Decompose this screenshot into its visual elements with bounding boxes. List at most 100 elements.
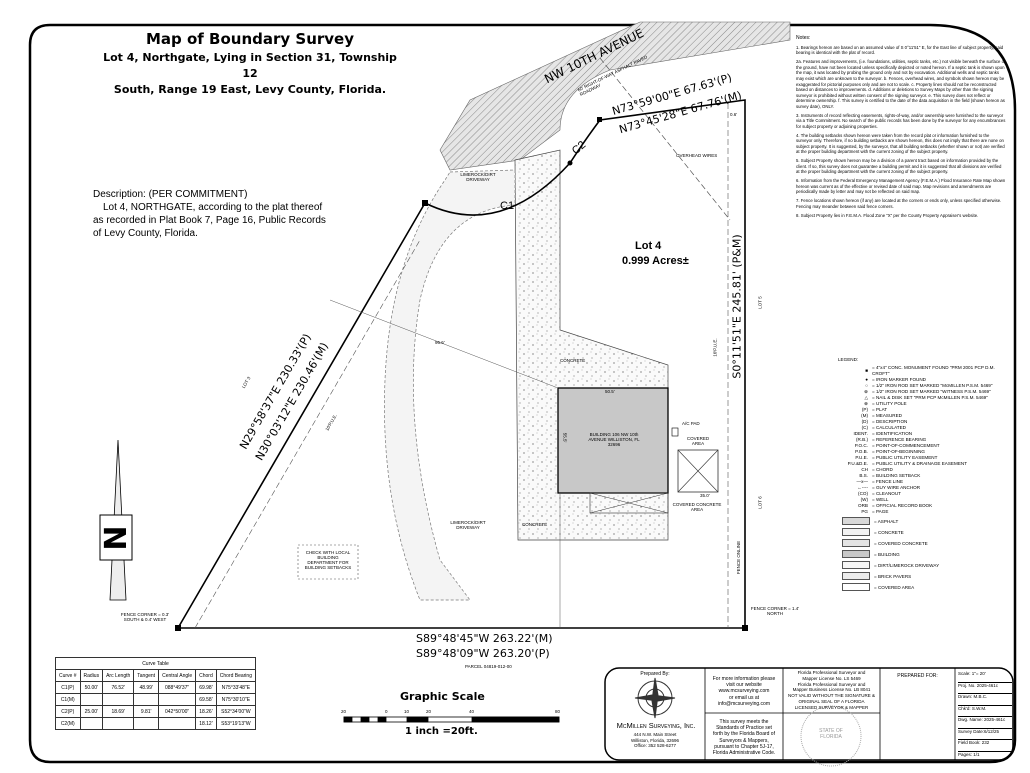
curve-table-cell: S53°19'13"W xyxy=(215,717,256,730)
scale-tick: 80 xyxy=(555,709,561,714)
state-seal-text: STATE OF FLORIDA xyxy=(819,728,843,741)
curve-table-cell: 69.58' xyxy=(195,693,217,706)
company-address: 444 N.W. Main Street Williston, Florida,… xyxy=(610,732,700,749)
scale-tick: 20 xyxy=(426,709,432,714)
note-item: 4. The building setbacks shown hereon we… xyxy=(796,132,1005,155)
legend-symbol-icon: ■ xyxy=(865,368,868,374)
notes-heading: Notes: xyxy=(796,35,811,41)
meta-survey-date: Survey Date:6/12/25 xyxy=(958,729,1012,740)
legend-text: = CHORD xyxy=(872,466,893,472)
south-bearing-plat: S89°48'09"W 263.20'(P) xyxy=(416,647,550,660)
subtitle-line: South, Range 19 East, Levy County, Flori… xyxy=(113,83,387,96)
pue-label: 10'P.U.E. xyxy=(712,338,718,357)
curve-table-header: Tangent xyxy=(133,669,160,682)
legend-item: ⊗= 1/2" IRON ROD SET MARKED "WITNESS P.S… xyxy=(838,389,1008,394)
legend-symbol-icon: PG xyxy=(861,508,868,514)
legend-text: = CALCULATED xyxy=(872,424,906,430)
address-line: 444 N.W. Main Street xyxy=(633,732,677,737)
legend-symbol-icon: (W) xyxy=(860,496,868,502)
email-link[interactable]: info@mcsurveying.com xyxy=(717,700,771,707)
legend-text: = PUBLIC UTILITY EASEMENT xyxy=(872,454,938,460)
license-line: ORIGINAL SEAL OF A FLORIDA xyxy=(798,698,865,704)
driveway-label: LIMEROCK/DIRT DRIVEWAY xyxy=(450,520,486,530)
curve-table-cell: C2(M) xyxy=(55,717,81,730)
legend-text: = PLAT xyxy=(872,406,888,412)
address-line: Office: 352 528-6277 xyxy=(634,743,676,748)
compass-rose-logo xyxy=(634,677,676,719)
dim-label: 35.0' xyxy=(700,493,710,498)
legend-text: = PAGE xyxy=(872,508,889,514)
driveway-label: LIMEROCK/DIRT DRIVEWAY xyxy=(460,172,496,182)
legend-swatch xyxy=(842,517,870,526)
legend-item: CH = CHORD xyxy=(838,467,1008,472)
legend-text: = DESCRIPTION xyxy=(872,418,908,424)
legend-item: P.O.C.= POINT-OF-COMMENCEMENT xyxy=(838,443,1008,448)
legend-text: = REFERENCE BEARING xyxy=(872,436,927,442)
notes-panel: Notes: 1. Bearings hereon are based on a… xyxy=(796,35,1006,221)
curve-table-cell xyxy=(79,693,104,706)
meta-project-number: Proj. No. 2025-461c xyxy=(958,683,1012,694)
curve-table-header: Central Angle xyxy=(158,669,197,682)
east-bearing: S0°11'51"E 245.81' (P&M) xyxy=(730,234,744,379)
curve-table-cell: N75°33'48"E xyxy=(215,681,256,694)
legend-symbol-icon: ○ xyxy=(865,382,868,388)
legend-symbol-icon: (P) xyxy=(861,406,868,412)
check-setbacks-note: CHECK WITH LOCAL BUILDING DEPARTMENT FOR… xyxy=(304,550,352,570)
covered-concrete-label: COVERED CONCRETE AREA xyxy=(672,502,722,512)
scale-tick: 10 xyxy=(404,709,410,714)
legend-item: ○= 1/2" IRON ROD SET MARKED "McMILLEN P.… xyxy=(838,383,1008,388)
curve-table-cell: 76.52' xyxy=(102,681,135,694)
legend-item: P.U.&D.E. = PUBLIC UTILITY & DRAINAGE EAS… xyxy=(838,461,1008,466)
legend-text: = FENCE LINE xyxy=(872,478,904,484)
legend-symbol-icon: IDENT. xyxy=(853,430,868,436)
covered-concrete-shape xyxy=(589,492,669,514)
info-line: or email us at xyxy=(728,694,759,701)
standards-line: Florida Administrative Code. xyxy=(712,750,776,757)
legend-text: = PUBLIC UTILITY & DRAINAGE EASEMENT xyxy=(872,460,968,466)
standards-line: pursuant to Chapter 5J-17, xyxy=(714,743,774,750)
fence-corner-se: FENCE CORNER = 1.4' NORTH xyxy=(750,606,800,616)
legend-swatch-item: = CONCRETE xyxy=(838,528,1008,537)
curve-table-header: Curve # xyxy=(55,669,81,682)
dim-label: 96.6' xyxy=(435,340,445,345)
meta-drawn: Drawn: M.B.C. xyxy=(958,694,1012,706)
curve-table-row: C2(M)18.12'S53°19'13"W xyxy=(55,717,256,730)
info-block: For more information please visit our we… xyxy=(707,676,781,707)
curve-table-cell: 9.81' xyxy=(133,705,160,718)
legend-symbol-icon: (C) xyxy=(861,424,868,430)
legal-description: Description: (PER COMMITMENT) Lot 4, NOR… xyxy=(93,188,333,240)
legend-swatch xyxy=(842,572,870,581)
curve-table-cell xyxy=(158,717,197,730)
license-line: NOT VALID WITHOUT THE SIGNATURE & xyxy=(787,693,876,699)
legend-item: (C) = CALCULATED xyxy=(838,425,1008,430)
license-line: LICENSED SURVEYOR & MAPPER xyxy=(794,704,869,710)
legend-text: = GUY WIRE ANCHOR xyxy=(872,484,921,490)
dim-label: 55.5' xyxy=(562,432,568,443)
curve-table-cell: 088°49'37" xyxy=(158,681,197,694)
legend-symbol-icon: P.U.&D.E. xyxy=(847,460,868,466)
dim-label: 50.5' xyxy=(605,389,615,394)
legend-swatch xyxy=(842,550,870,559)
curve-table-cell: 25.00' xyxy=(79,705,104,718)
legend-item: PG = PAGE xyxy=(838,509,1008,514)
curve-table-header: Radius xyxy=(79,669,104,682)
scale-tick: 40 xyxy=(469,709,475,714)
graphic-scale-title: Graphic Scale xyxy=(400,690,485,703)
legend-symbol-icon: —x— xyxy=(856,478,868,484)
parcel-label: PARCEL 04819-012-00 xyxy=(465,664,512,669)
legend-swatch xyxy=(842,528,870,537)
scale-tick: 20 xyxy=(341,709,347,714)
driveway xyxy=(384,169,516,601)
website-link[interactable]: www.mcsurveying.com xyxy=(718,688,770,695)
legend-text: = MEASURED xyxy=(872,412,902,418)
meta-pages: Pages: 1/1 xyxy=(958,751,980,757)
legend-symbol-icon: CH xyxy=(861,466,868,472)
legend-symbol-icon: (CO) xyxy=(858,490,868,496)
road-asphalt xyxy=(439,21,791,171)
legend-symbol-icon: ORB xyxy=(858,502,868,508)
curve-table-cell: C2(P) xyxy=(55,705,81,718)
fence-corner-sw: FENCE CORNER = 0.3' SOUTH & 0.4' WEST xyxy=(120,612,170,622)
curve-table-cell xyxy=(133,693,160,706)
